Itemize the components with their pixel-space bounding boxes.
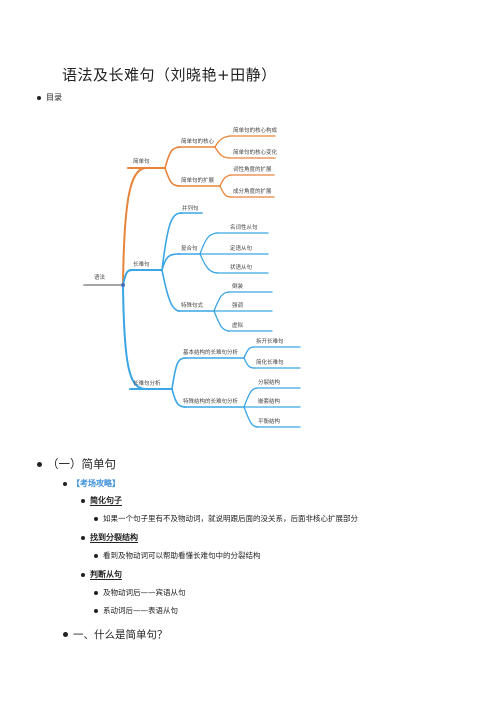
leaf-curve-3-2-1 xyxy=(243,387,259,408)
node-label-3-2: 特殊结构的长难句分析 xyxy=(183,397,239,405)
outline-point-2-1: 看到及物动词可以帮助看懂长难句中的分裂结构 xyxy=(94,550,261,561)
leaf-curve-1-1-1 xyxy=(214,135,231,148)
bullet-icon xyxy=(94,590,98,595)
bullet-icon xyxy=(37,461,42,467)
question-heading: 一、什么是简单句？ xyxy=(63,627,168,642)
leaf-curve-2-2-3 xyxy=(199,253,219,274)
bullet-icon xyxy=(81,572,85,577)
node-curve-2-2 xyxy=(161,253,181,271)
leaf-label-1-1-1: 简单句的核心构成 xyxy=(233,126,278,134)
toc-item: 目录 xyxy=(37,92,62,103)
branch-label-3: 长难句分析 xyxy=(133,379,161,387)
document-title: 语法及长难句（刘晓艳+田静） xyxy=(62,66,277,84)
bullet-icon xyxy=(94,608,98,613)
bullet-icon xyxy=(37,95,41,100)
bullet-icon xyxy=(81,498,85,503)
leaf-label-3-2-3: 平衡结构 xyxy=(258,417,281,425)
outline-point-text: 及物动词后——宾语从句 xyxy=(103,588,186,597)
node-curve-3-1 xyxy=(171,357,187,390)
bullet-icon xyxy=(94,516,98,521)
leaf-curve-2-2-1 xyxy=(199,232,219,255)
branch-curve-3 xyxy=(122,284,146,390)
question-text: 一、什么是简单句？ xyxy=(73,629,168,641)
node-label-1-1: 简单句的核心 xyxy=(181,137,215,145)
root-junction xyxy=(121,283,125,287)
outline-heading-text: 找到分裂结构 xyxy=(90,533,138,542)
leaf-label-3-2-2: 嵌套结构 xyxy=(258,397,281,405)
exam-tip-row: 【考场攻略】 xyxy=(63,478,120,489)
bullet-icon xyxy=(63,632,68,637)
leaf-label-1-2-2: 成分角度的扩展 xyxy=(233,187,272,195)
outline-point-text: 看到及物动词可以帮助看懂长难句中的分裂结构 xyxy=(103,551,261,560)
leaf-label-2-2-2: 定语从句 xyxy=(230,244,253,252)
outline-heading-2: 找到分裂结构 xyxy=(81,532,138,543)
leaf-curve-1-1-2 xyxy=(214,146,231,159)
node-label-3-1: 基本结构的长难句分析 xyxy=(183,348,239,356)
leaf-label-3-2-1: 分裂结构 xyxy=(258,378,281,386)
branch-label-2: 长难句 xyxy=(133,260,150,268)
leaf-label-1-2-1: 词性角度的扩展 xyxy=(233,165,272,173)
exam-tip-label: 【考场攻略】 xyxy=(72,479,120,488)
leaf-label-2-3-2: 强调 xyxy=(232,301,244,309)
section-title: （一）简单句 xyxy=(47,457,116,471)
outline-point-3-2: 系动词后——表语从句 xyxy=(94,605,178,616)
leaf-label-2-2-3: 状语从句 xyxy=(230,263,253,271)
leaf-curve-3-2-3 xyxy=(243,406,259,428)
node-curve-1-2 xyxy=(164,167,181,187)
leaf-curve-3-1-1 xyxy=(243,346,255,359)
branch-curve-1 xyxy=(122,167,146,286)
leaf-curve-2-3-3 xyxy=(213,310,231,332)
outline-point-text: 系动词后——表语从句 xyxy=(103,606,178,615)
mindmap-root-label: 语法 xyxy=(94,273,106,281)
node-curve-1-1 xyxy=(164,146,181,169)
toc-label: 目录 xyxy=(46,93,62,102)
leaf-curve-2-3-1 xyxy=(213,291,231,312)
node-curve-2-3 xyxy=(161,269,181,312)
node-label-2-3: 特殊句式 xyxy=(181,301,204,309)
bullet-icon xyxy=(81,535,85,540)
outline-point-3-1: 及物动词后——宾语从句 xyxy=(94,587,186,598)
branch-curve-2 xyxy=(122,269,135,286)
leaf-label-3-1-2: 简化长难句 xyxy=(256,358,284,366)
outline-heading-text: 判断从句 xyxy=(90,570,122,579)
branch-label-1: 简单句 xyxy=(133,157,150,165)
leaf-curve-1-2-2 xyxy=(219,185,232,198)
leaf-label-1-1-2: 简单句的核心变化 xyxy=(233,148,278,156)
leaf-label-3-1-1: 拆开长难句 xyxy=(256,337,284,345)
outline-heading-text: 简化句子 xyxy=(90,496,122,505)
leaf-curve-1-2-1 xyxy=(219,174,232,187)
leaf-label-2-3-3: 虚拟 xyxy=(232,321,244,329)
bullet-icon xyxy=(63,481,67,486)
outline-heading-1: 简化句子 xyxy=(81,495,122,506)
node-label-1-2: 简单句的扩展 xyxy=(181,176,215,184)
outline-point-text: 如果一个句子里有不及物动词，就说明跟后面的没关系，后面非核心扩展部分 xyxy=(103,514,358,523)
section-heading-1: （一）简单句 xyxy=(37,456,116,472)
leaf-label-2-3-1: 倒装 xyxy=(232,282,244,290)
bullet-icon xyxy=(94,553,98,558)
node-label-2-2: 复合句 xyxy=(181,244,198,252)
outline-point-1-1: 如果一个句子里有不及物动词，就说明跟后面的没关系，后面非核心扩展部分 xyxy=(94,513,358,524)
leaf-curve-3-1-2 xyxy=(243,357,255,369)
node-label-2-1: 并列句 xyxy=(182,204,199,212)
leaf-label-2-2-1: 名词性从句 xyxy=(230,223,258,231)
outline-heading-3: 判断从句 xyxy=(81,569,122,580)
